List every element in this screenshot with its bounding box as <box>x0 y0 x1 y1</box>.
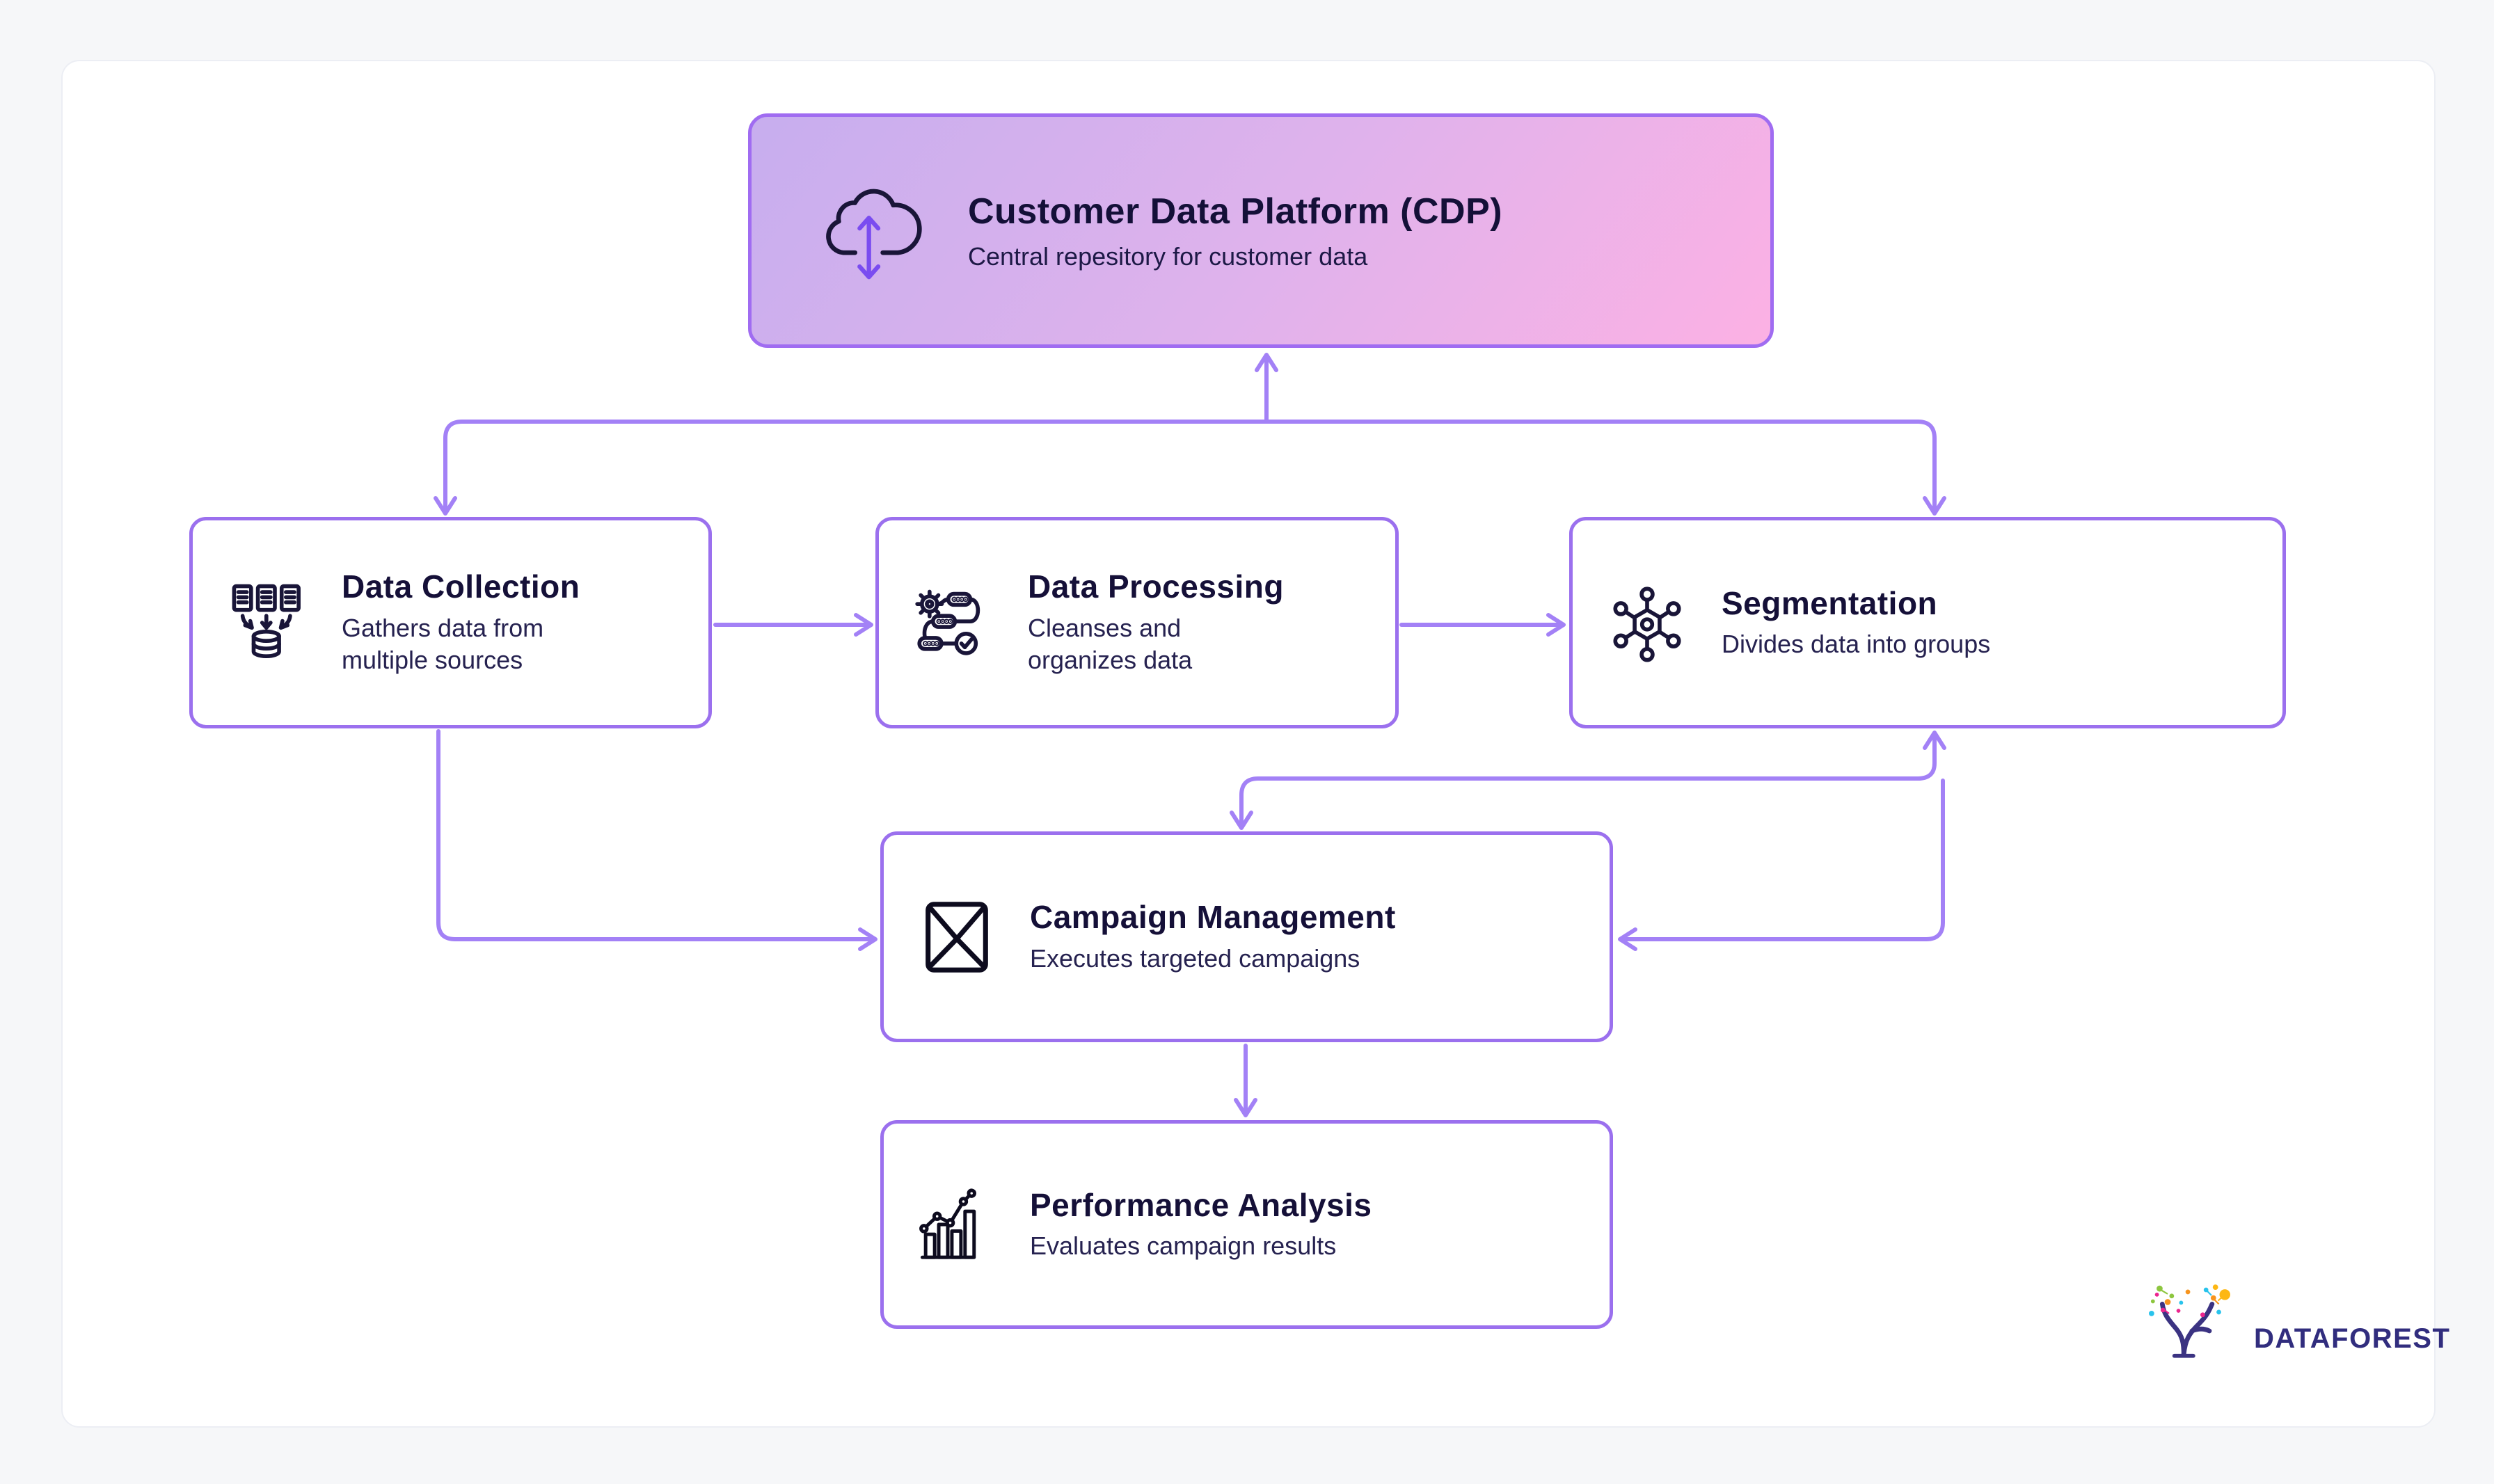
node-cdp: Customer Data Platform (CDP) Central rep… <box>748 113 1774 348</box>
documents-to-database-icon <box>225 580 310 665</box>
node-title: Data Processing <box>1028 568 1284 605</box>
edge-collection-to-campaign <box>436 729 877 951</box>
network-nodes-icon <box>1605 580 1690 665</box>
node-subtitle: Cleanses and organizes data <box>1028 614 1193 675</box>
envelope-icon <box>916 896 998 978</box>
node-campaign-management: Campaign Management Executes targeted ca… <box>880 831 1613 1042</box>
node-data-collection: Data Collection Gathers data from multip… <box>189 517 712 728</box>
edge-split-to-data-collection <box>434 420 1269 516</box>
node-subtitle: Gathers data from multiple sources <box>342 614 544 675</box>
node-title: Segmentation <box>1722 584 1938 621</box>
dataforest-logo-text: DATAFOREST <box>2254 1323 2451 1354</box>
cdp-subtitle: Central repesitory for customer data <box>968 241 1368 271</box>
node-subtitle: Executes targeted campaigns <box>1030 943 1360 973</box>
cdp-text: Customer Data Platform (CDP) Central rep… <box>968 191 1502 271</box>
cdp-title: Customer Data Platform (CDP) <box>968 191 1503 232</box>
edge-segmentation-campaign-bidirectional <box>1230 731 1946 830</box>
bar-chart-trend-icon <box>916 1183 998 1266</box>
node-subtitle: Evaluates campaign results <box>1030 1231 1337 1261</box>
node-segmentation: Segmentation Divides data into groups <box>1569 517 2286 728</box>
cloud-sync-icon <box>809 173 930 288</box>
edge-segmentation-to-campaign-right <box>1618 779 1945 951</box>
node-data-processing: Data Processing Cleanses and organizes d… <box>875 517 1399 728</box>
gear-workflow-check-icon <box>911 580 996 665</box>
node-title: Campaign Management <box>1030 899 1396 936</box>
node-performance-analysis: Performance Analysis Evaluates campaign … <box>880 1120 1613 1329</box>
node-subtitle: Divides data into groups <box>1722 630 1991 659</box>
dataforest-tree-icon <box>2149 1284 2250 1362</box>
dataforest-logo: DATAFOREST <box>2149 1284 2450 1362</box>
edge-split-to-segmentation <box>1264 420 1946 516</box>
node-title: Performance Analysis <box>1030 1186 1372 1223</box>
node-title: Data Collection <box>342 568 580 605</box>
